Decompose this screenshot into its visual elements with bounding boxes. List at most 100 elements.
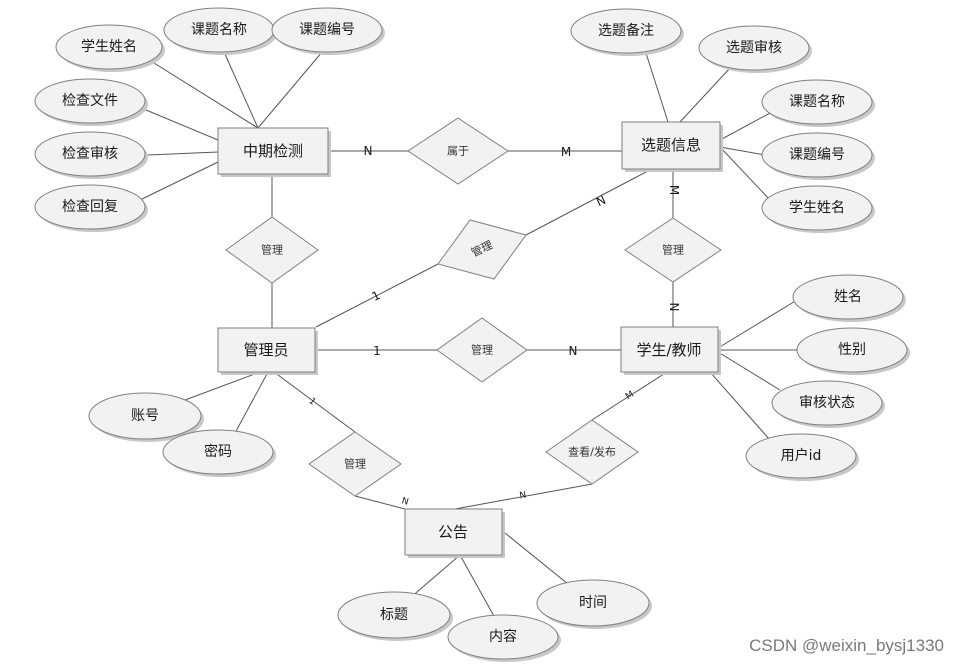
- attr-topic-remark: 选题备注: [570, 8, 684, 56]
- attr-midterm-topic-name: 课题名称: [163, 7, 277, 55]
- attr-label: 性别: [838, 342, 866, 358]
- line-midterm-check-file: [145, 109, 219, 141]
- attr-label: 选题审核: [726, 40, 782, 56]
- attr-admin-password: 密码: [162, 429, 276, 477]
- attr-label: 账号: [131, 408, 159, 424]
- attr-midterm-check-file: 检查文件: [34, 78, 148, 126]
- rel-label: 属于: [447, 145, 469, 158]
- rel-label: 管理: [261, 243, 283, 257]
- attr-midterm-check-reply: 检查回复: [34, 184, 148, 232]
- entity-label: 管理员: [243, 341, 288, 359]
- line-mgr-notice-n: [354, 495, 406, 510]
- line-notice-time: [504, 532, 569, 585]
- line-student-view: [591, 371, 668, 421]
- attr-student-status: 审核状态: [771, 380, 885, 428]
- rel-belongs: 属于: [407, 117, 509, 185]
- attr-topic-review: 选题审核: [698, 25, 812, 73]
- attr-midterm-topic-no: 课题编号: [271, 7, 385, 55]
- attr-notice-time: 时间: [536, 579, 652, 629]
- entity-label: 选题信息: [641, 136, 701, 154]
- attr-label: 检查审核: [62, 146, 118, 162]
- attr-student-userid: 用户id: [745, 433, 859, 481]
- line-admin-password: [234, 371, 269, 434]
- line-midterm-topic-no: [257, 44, 329, 129]
- card-mgr2-student: N: [667, 303, 681, 312]
- line-midterm-topic-name: [219, 42, 259, 129]
- card-admin-mgr-topic: 1: [370, 288, 383, 304]
- attr-midterm-student-name: 学生姓名: [55, 24, 165, 72]
- attr-admin-account: 账号: [88, 392, 204, 442]
- connector-lines: [137, 42, 798, 619]
- card-belongs-topic: M: [561, 145, 571, 159]
- card-admin-mgr-notice: 1: [307, 396, 318, 407]
- card-mgr-notice: N: [400, 496, 409, 507]
- rel-label: 管理: [662, 243, 684, 257]
- attr-midterm-check-review: 检查审核: [34, 131, 148, 179]
- attr-label: 检查回复: [62, 198, 118, 215]
- attr-label: 检查文件: [62, 93, 118, 109]
- card-midterm-belongs: N: [364, 144, 373, 158]
- attr-notice-title: 标题: [337, 591, 453, 641]
- entity-admin: 管理员: [217, 327, 318, 375]
- card-mgr-student: N: [569, 344, 578, 358]
- entity-label: 学生/教师: [636, 341, 701, 359]
- attr-student-gender: 性别: [796, 327, 910, 375]
- rel-label: 管理: [471, 343, 493, 357]
- attr-notice-content: 内容: [447, 614, 561, 662]
- attr-label: 姓名: [834, 289, 862, 305]
- attr-label: 密码: [204, 443, 232, 460]
- attr-label: 课题名称: [789, 94, 845, 110]
- rel-label: 查看/发布: [568, 445, 616, 459]
- line-topic-student-name: [719, 146, 771, 201]
- entity-label: 中期检测: [243, 142, 303, 160]
- line-midterm-check-review: [147, 151, 219, 156]
- line-admin-mgr-notice: [273, 371, 356, 433]
- line-admin-account: [184, 371, 261, 401]
- rel-view-publish: 查看/发布: [545, 419, 639, 485]
- line-student-name: [717, 299, 798, 349]
- rel-manage-notice: 管理: [308, 431, 402, 497]
- attr-topic-student-name: 学生姓名: [761, 185, 875, 233]
- attr-label: 用户id: [781, 447, 822, 464]
- attr-topic-topic-no: 课题编号: [761, 132, 875, 180]
- attr-student-name: 姓名: [792, 274, 906, 322]
- line-notice-title: [409, 554, 461, 599]
- line-view-notice: [454, 483, 593, 510]
- entity-midterm: 中期检测: [217, 127, 331, 177]
- line-notice-content: [459, 554, 496, 619]
- line-student-status: [717, 351, 781, 391]
- attr-topic-topic-name: 课题名称: [761, 79, 875, 127]
- line-midterm-student-name: [137, 52, 259, 129]
- attr-label: 选题备注: [598, 22, 654, 39]
- entity-label: 公告: [438, 523, 468, 541]
- card-student-view: M: [624, 390, 636, 403]
- rel-label: 管理: [344, 457, 366, 471]
- line-topic-topic-name: [719, 111, 773, 141]
- attr-label: 学生姓名: [81, 39, 137, 55]
- rel-manage-student: 管理: [436, 317, 528, 383]
- attr-label: 课题编号: [299, 22, 355, 38]
- watermark: CSDN @weixin_bysj1330: [749, 636, 944, 655]
- attr-label: 时间: [579, 595, 607, 611]
- entity-student: 学生/教师: [620, 326, 721, 375]
- card-view-notice: N: [519, 490, 527, 501]
- attr-label: 标题: [380, 607, 408, 623]
- rel-manage-topic: 管理: [437, 219, 527, 280]
- entity-topic: 选题信息: [621, 121, 723, 172]
- entity-notice: 公告: [404, 508, 505, 558]
- line-topic-review: [679, 67, 731, 123]
- rel-manage-midterm: 管理: [225, 216, 319, 284]
- line-topic-topic-no: [719, 146, 766, 156]
- rel-manage-topic-student: 管理: [624, 217, 722, 283]
- attr-label: 课题编号: [789, 147, 845, 163]
- attr-label: 内容: [489, 628, 517, 645]
- card-topic-mgr: N: [594, 193, 608, 209]
- attr-label: 学生姓名: [789, 200, 845, 216]
- attr-label: 课题名称: [191, 22, 247, 38]
- attr-label: 审核状态: [799, 395, 855, 411]
- line-topic-remark: [644, 49, 669, 123]
- line-admin-mgr-topic: [315, 263, 439, 328]
- line-mgr-topic-n: [525, 171, 647, 236]
